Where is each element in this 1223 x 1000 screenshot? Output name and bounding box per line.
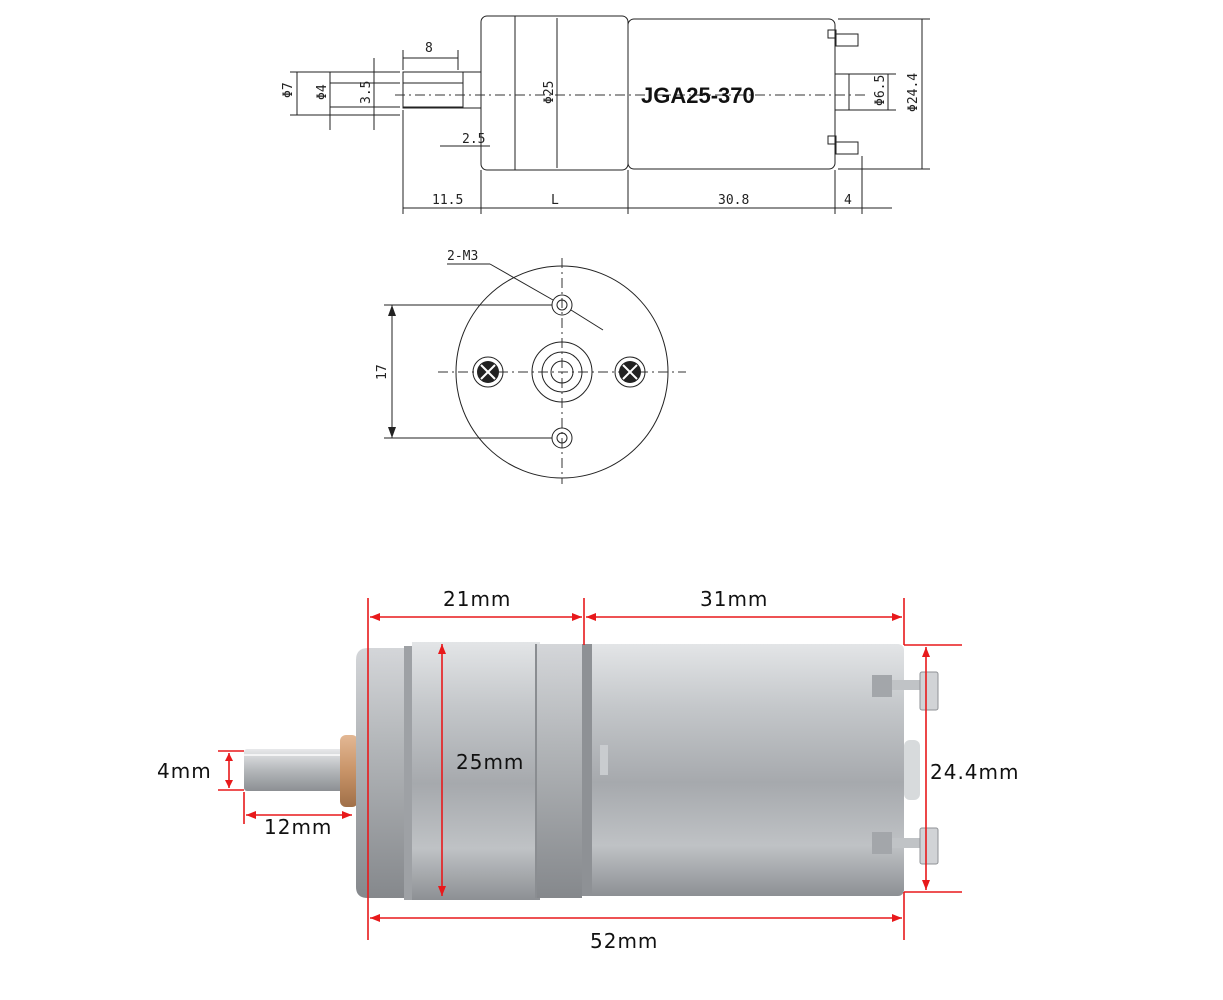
dim-shoulder: 2.5	[462, 132, 485, 147]
shaft-outline	[402, 71, 482, 109]
dim-terminal-length: 4	[844, 193, 852, 208]
label-shaft-dia: 4mm	[157, 759, 212, 783]
dim-gearbox-length: L	[551, 193, 559, 208]
dim-boss-dia: Φ6.5	[873, 75, 888, 106]
screw-left	[472, 356, 504, 388]
hole-label: 2-M3	[447, 249, 478, 264]
dim-flat-length: 8	[425, 41, 433, 56]
label-motor-dia: 24.4mm	[930, 760, 1020, 784]
terminal-upper	[872, 671, 939, 711]
label-motor-length: 31mm	[700, 587, 768, 611]
rear-boss	[834, 73, 850, 111]
red-dimensions	[218, 598, 962, 940]
brass-bushing	[340, 735, 358, 807]
dim-shaft-outer: Φ7	[281, 82, 296, 98]
label-gearbox-length: 21mm	[443, 587, 511, 611]
output-shaft	[244, 749, 344, 791]
top-technical-drawing: JGA25-370 Φ7 Φ4 3.5 8 2.5 Φ25 Φ6.5 Φ24.4	[281, 15, 930, 214]
dim-motor-length: 30.8	[718, 193, 749, 208]
dim-hole-spacing: 17	[375, 364, 390, 380]
motor-can	[582, 644, 904, 896]
model-label: JGA25-370	[641, 83, 755, 108]
dim-shaft-length: 11.5	[432, 193, 463, 208]
terminal-bottom	[827, 135, 859, 155]
dim-gearbox-dia: Φ25	[542, 81, 557, 104]
terminal-top	[827, 29, 859, 47]
dim-shaft-flat: 3.5	[359, 81, 374, 104]
motor-illustration: 21mm 31mm 25mm 24.4mm 4mm 12mm 52mm	[157, 587, 1020, 953]
screw-right	[614, 356, 646, 388]
dim-shaft-dia: Φ4	[315, 84, 330, 100]
gearbox-front-plate	[356, 648, 412, 898]
terminal-lower	[872, 827, 939, 865]
label-gearbox-dia: 25mm	[456, 750, 524, 774]
face-view-drawing: 2-M3 17	[375, 249, 686, 484]
label-shaft-length: 12mm	[264, 815, 332, 839]
gearbox-body	[412, 642, 540, 900]
dim-motor-dia: Φ24.4	[906, 73, 921, 112]
label-total-length: 52mm	[590, 929, 658, 953]
